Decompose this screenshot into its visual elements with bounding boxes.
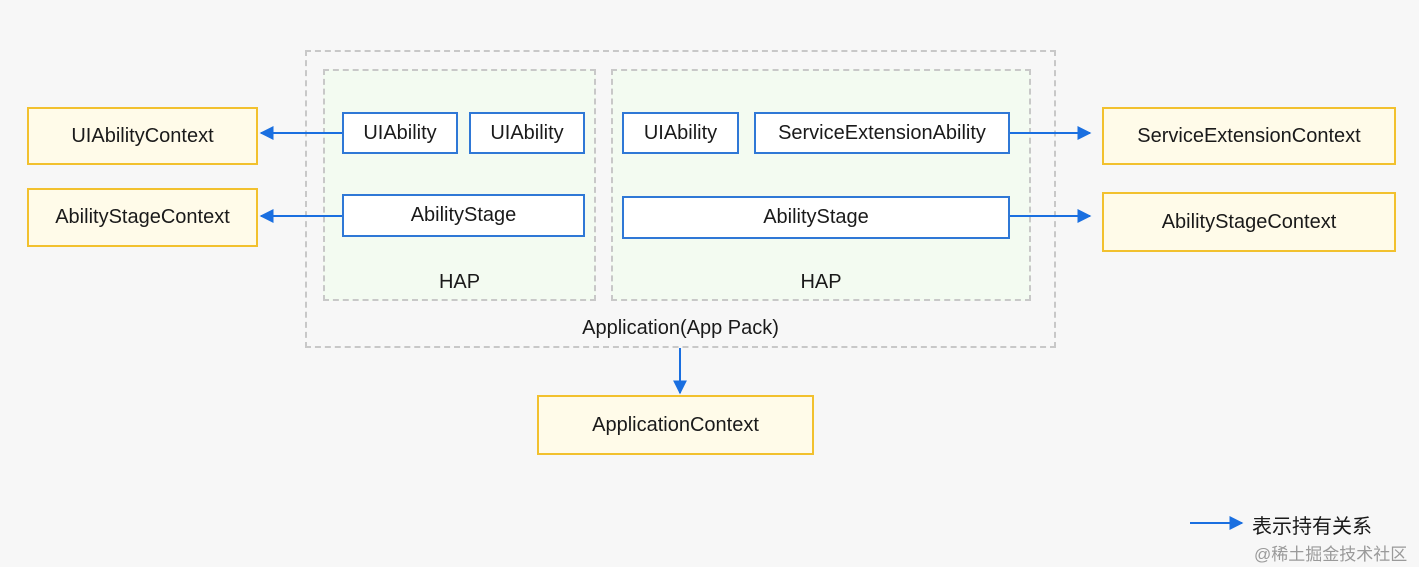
ability-stage-context-box: AbilityStageContext [1102,192,1396,252]
service-extension-ability-box: ServiceExtensionAbility [754,112,1010,154]
uiability-box: UIAbility [622,112,739,154]
uiability-box: UIAbility [469,112,585,154]
hap-right-container [611,69,1031,301]
watermark: @稀土掘金技术社区 [1254,545,1408,564]
hap-left-container [323,69,596,301]
ability-stage-context-box: AbilityStageContext [27,188,258,247]
uiability-box: UIAbility [342,112,458,154]
uiability-context-box: UIAbilityContext [27,107,258,165]
app-pack-label: Application(App Pack) [582,317,779,339]
application-context-box: ApplicationContext [537,395,814,455]
ability-stage-box: AbilityStage [342,194,585,237]
legend-label: 表示持有关系 [1252,516,1372,538]
ability-stage-box: AbilityStage [622,196,1010,239]
service-extension-context-box: ServiceExtensionContext [1102,107,1396,165]
app-pack-container [305,50,1056,348]
hap-left-label: HAP [438,271,481,293]
hap-right-label: HAP [800,271,842,293]
